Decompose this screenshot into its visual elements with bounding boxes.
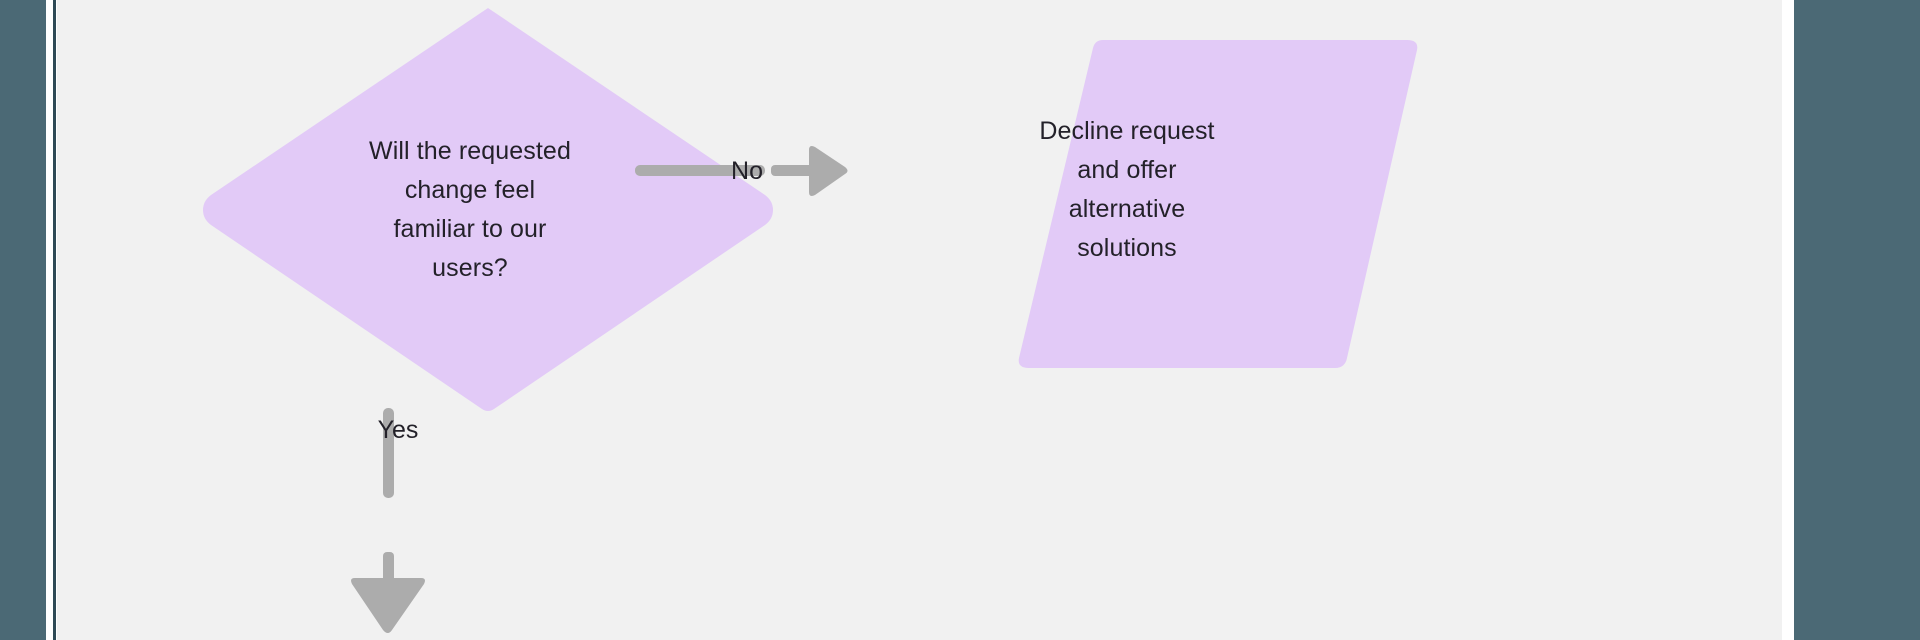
diagram-shapes-layer: [203, 8, 1418, 633]
left-divider-rule: [53, 0, 56, 640]
edge-no-segment-right: [771, 165, 821, 176]
left-gutter: [46, 0, 57, 640]
edge-yes-segment-top: [383, 408, 394, 498]
edge-yes-segment-bottom: [383, 552, 394, 585]
edge-no-segment-left: [635, 165, 765, 176]
decision-node-shape[interactable]: [203, 8, 773, 411]
left-chrome-panel: [0, 0, 46, 640]
right-chrome-panel: [1794, 0, 1920, 640]
edge-yes-arrowhead: [351, 578, 425, 633]
diagram-canvas[interactable]: Will the requested change feel familiar …: [57, 0, 1782, 640]
process-node-shape[interactable]: [1018, 40, 1418, 368]
edge-no-arrowhead: [809, 146, 848, 196]
right-gutter: [1782, 0, 1794, 640]
